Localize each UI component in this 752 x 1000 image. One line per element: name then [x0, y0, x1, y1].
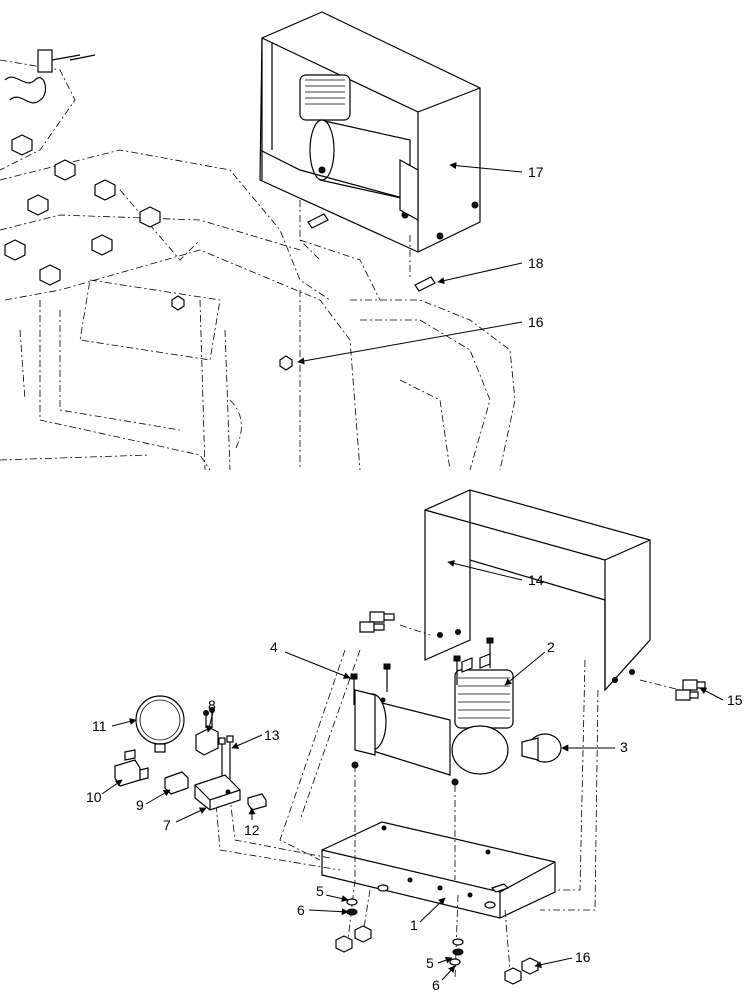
pin-icon: [350, 637, 494, 705]
adapter-9: [164, 771, 189, 795]
callout-16-top: 16: [528, 314, 544, 330]
hex-nut-icon: [279, 355, 293, 371]
compressor-2: [351, 653, 514, 786]
callout-13: 13: [264, 727, 280, 743]
cover-14: [424, 489, 651, 692]
callout-4: 4: [270, 639, 278, 655]
leader-lines: [101, 162, 724, 981]
base-plate-1: [321, 821, 556, 919]
callout-5-bottom: 5: [426, 955, 434, 971]
callout-18: 18: [528, 255, 544, 271]
callout-6-bottom: 6: [432, 977, 440, 993]
hex-nut-icon: [171, 295, 185, 311]
callout-5-left: 5: [316, 883, 324, 899]
bolt-icon: [359, 611, 706, 701]
callout-11: 11: [92, 718, 107, 734]
fitting-12: [247, 793, 267, 811]
callout-15: 15: [727, 692, 743, 708]
filter-cap-3: [521, 733, 562, 763]
tee-fitting-10: [114, 749, 149, 787]
callout-3: 3: [620, 739, 628, 755]
bolt-icon: [307, 213, 436, 292]
callout-9: 9: [136, 797, 144, 813]
callout-17: 17: [528, 164, 544, 180]
callout-12: 12: [244, 822, 260, 838]
callout-6-left: 6: [297, 902, 305, 918]
washer-icon: [346, 884, 496, 966]
hex-nut-icon: [335, 925, 539, 985]
pressure-switch-8: [195, 707, 219, 756]
compressor-cover-assembly: [259, 11, 481, 253]
coupling-icon: [4, 49, 96, 104]
callout-8: 8: [208, 697, 216, 713]
callout-14: 14: [528, 572, 544, 588]
valve-block-7: [194, 774, 241, 811]
callout-10: 10: [86, 789, 102, 805]
hex-nut-icon: [4, 134, 161, 286]
pressure-gauge-11: [135, 695, 185, 753]
callout-2: 2: [547, 639, 555, 655]
callout-16-bottom: 16: [575, 949, 591, 965]
callout-7: 7: [163, 817, 171, 833]
callout-1: 1: [410, 917, 418, 933]
